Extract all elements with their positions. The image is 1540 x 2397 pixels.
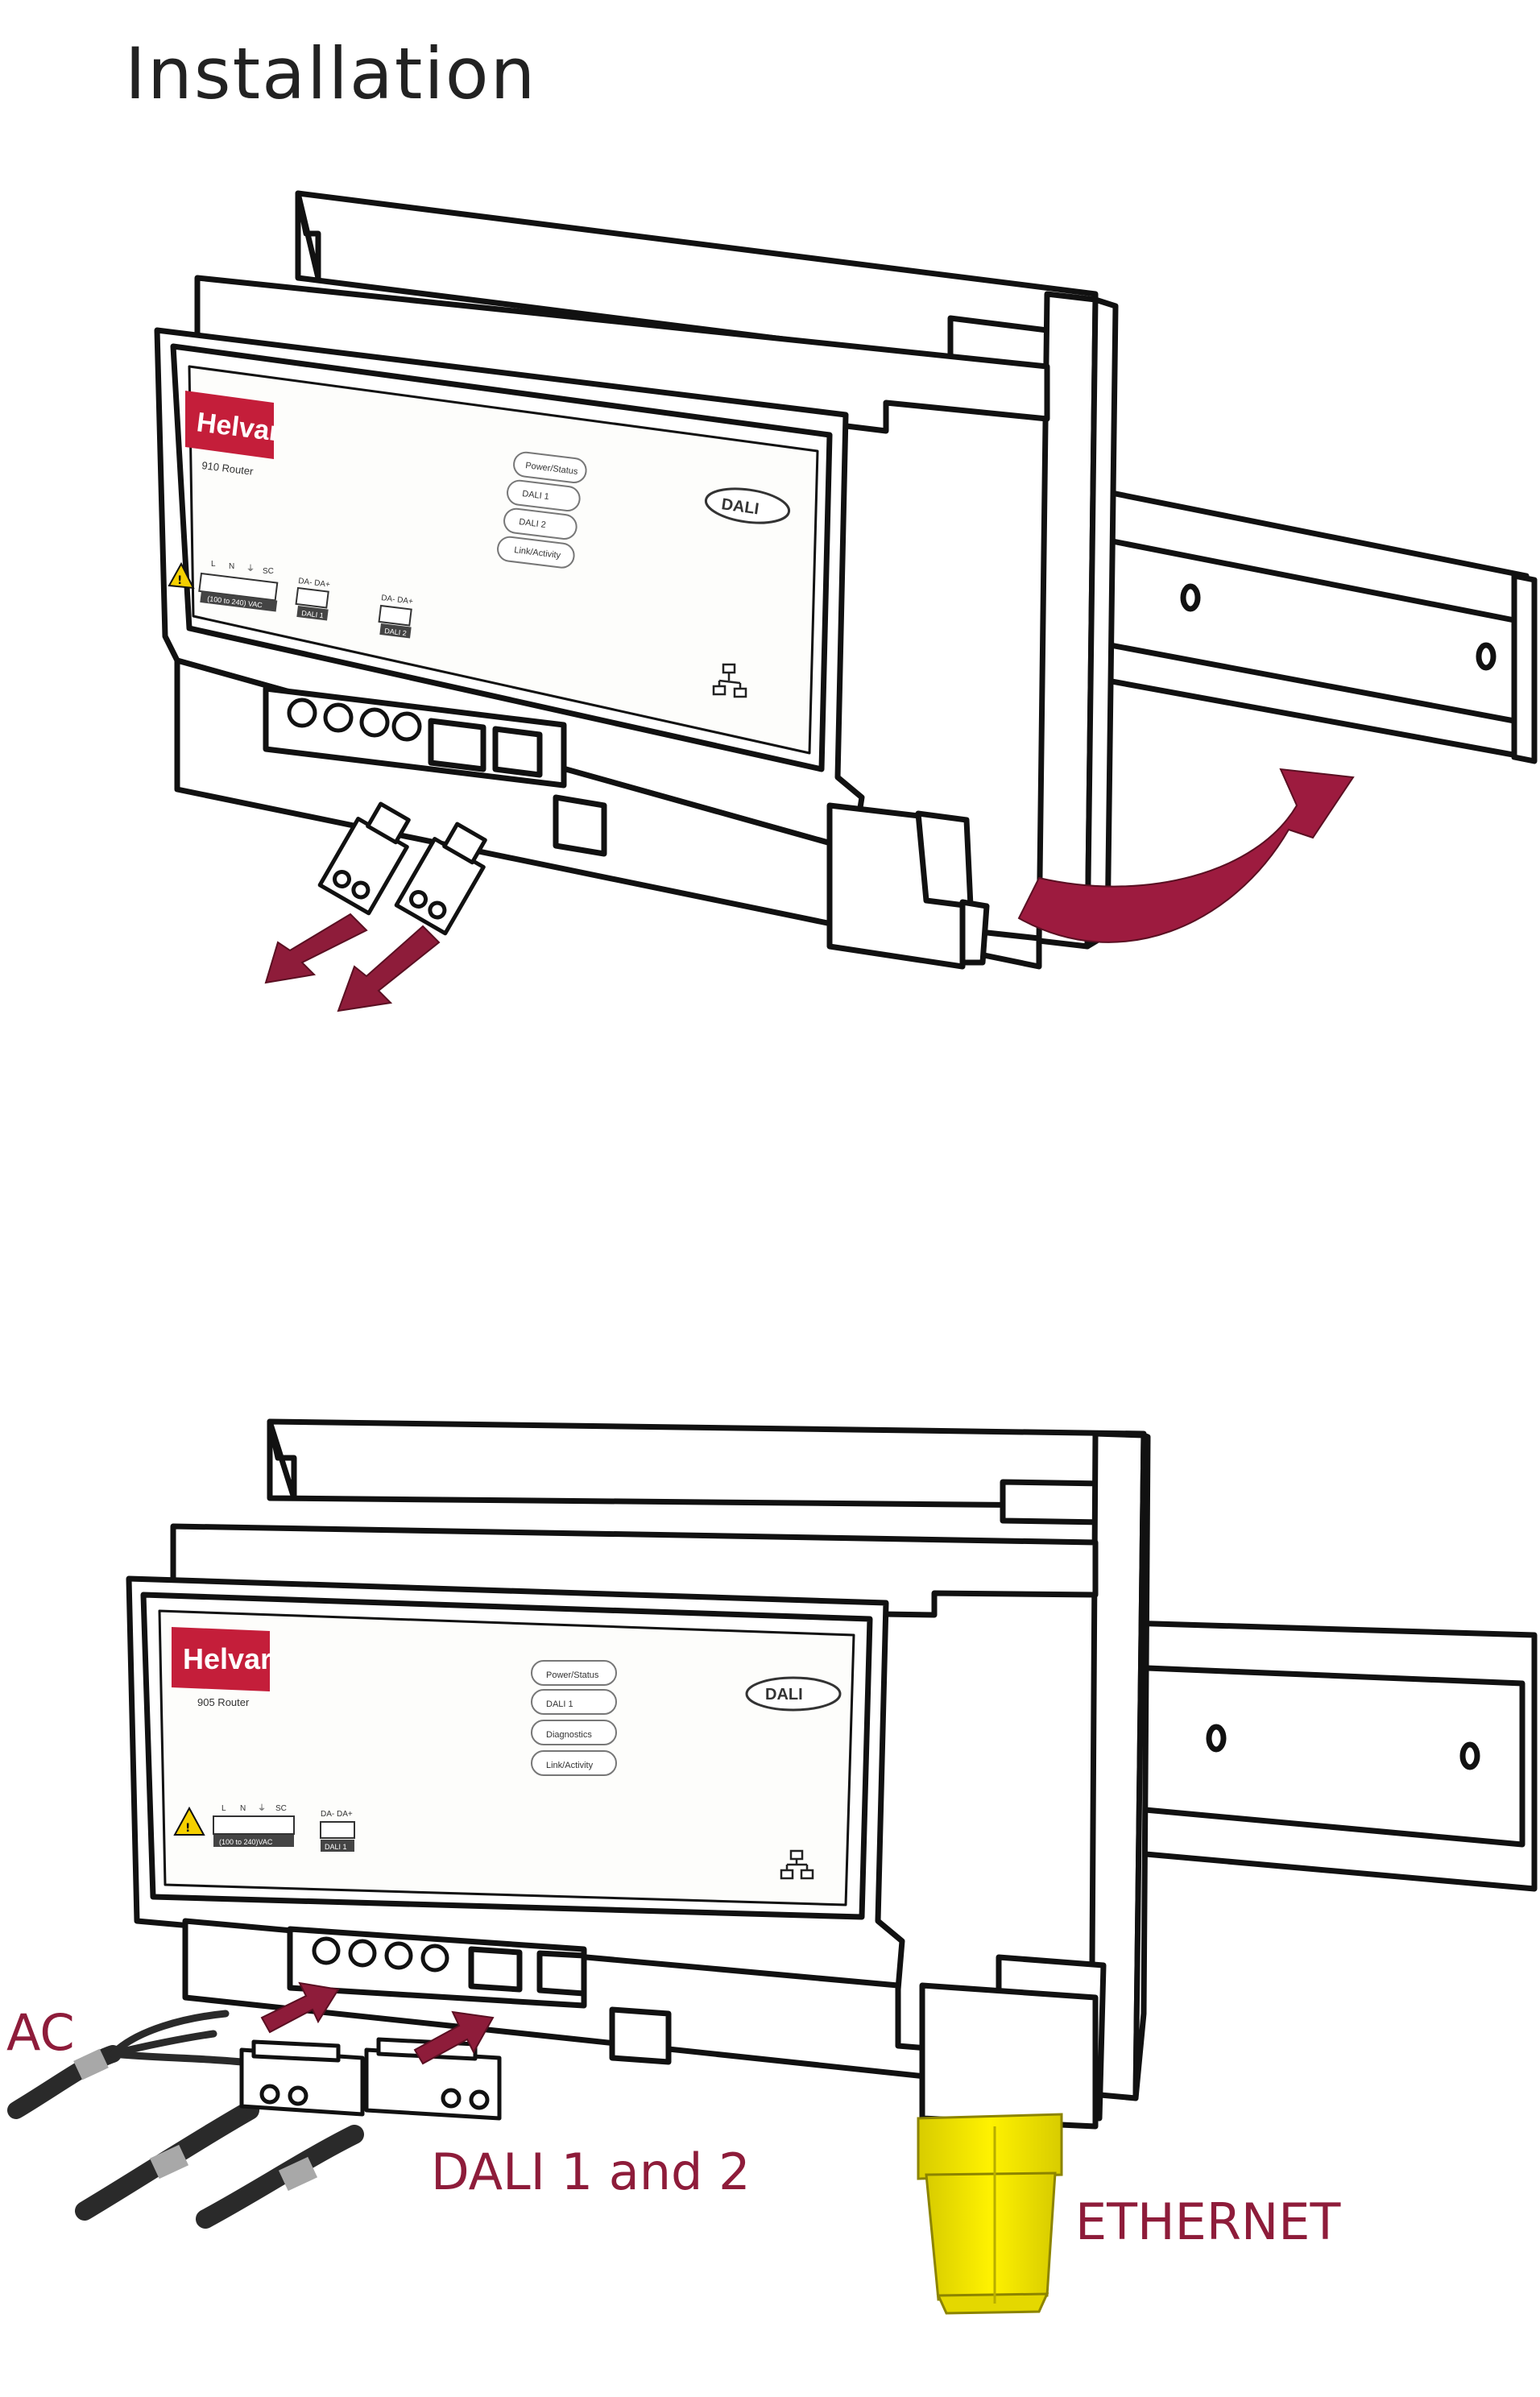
- ethernet-plug: [917, 2113, 1063, 2315]
- removal-arrows-top: [264, 913, 441, 1012]
- ethernet-callout: ETHERNET: [1075, 2192, 1341, 2251]
- insertion-arrows: [260, 1981, 495, 2065]
- bottom-router-assembly: [126, 1418, 1538, 2130]
- svg-text:N: N: [240, 1804, 246, 1813]
- helvar-logo-top: [185, 391, 274, 459]
- svg-text:DA- DA+: DA- DA+: [298, 577, 331, 590]
- dali-callout: DALI 1 and 2: [431, 2142, 751, 2201]
- din-rail-top: [1060, 480, 1538, 764]
- dali2-port-label-top: DALI 2: [384, 627, 408, 637]
- warning-icon: !: [168, 561, 195, 590]
- svg-text:N: N: [229, 562, 234, 571]
- svg-text:⏚: ⏚: [246, 564, 255, 573]
- svg-text:SC: SC: [275, 1804, 287, 1813]
- led-dali1-top: DALI 1: [522, 489, 550, 502]
- dali-logo-bottom: [745, 1676, 842, 1712]
- ac-cable: [7, 2010, 246, 2119]
- dali1-port-label-bottom: DALI 1: [325, 1843, 347, 1851]
- din-rail-bottom: [1124, 1620, 1538, 1892]
- network-icon: [780, 1849, 814, 1880]
- svg-text:DA- DA+: DA- DA+: [381, 594, 414, 606]
- led-power-status-bottom: Power/Status: [546, 1670, 599, 1680]
- helvar-logo-bottom: [172, 1627, 270, 1691]
- plug-connectors-bottom: [239, 2037, 502, 2121]
- svg-text:DALI: DALI: [765, 1686, 803, 1704]
- warning-icon: !: [173, 1806, 205, 1836]
- svg-text:!: !: [177, 574, 182, 587]
- dali1-port-label-top: DALI 1: [301, 609, 325, 619]
- led-diagnostics-bottom: Diagnostics: [546, 1730, 592, 1740]
- top-router-face: Helvar 910 Router Power/Status DALI 1 DA…: [168, 391, 791, 698]
- page-title: Installation: [125, 32, 537, 115]
- bottom-router-face: Helvar 905 Router Power/Status DALI 1 Di…: [172, 1627, 842, 1880]
- led-list-top: [497, 451, 587, 569]
- svg-text:SC: SC: [263, 567, 274, 576]
- brand-label-bottom: Helvar: [183, 1642, 271, 1675]
- network-icon: [712, 663, 747, 698]
- svg-text:L: L: [211, 560, 216, 569]
- svg-text:!: !: [185, 1822, 190, 1835]
- mounting-arrow-top: [1017, 768, 1355, 943]
- removed-connectors-top: [317, 801, 487, 936]
- svg-text:DA- DA+: DA- DA+: [321, 1810, 353, 1819]
- svg-text:⏚: ⏚: [258, 1803, 266, 1813]
- dali-logo-top: [704, 487, 791, 524]
- power-rating-bottom: (100 to 240)VAC: [219, 1838, 273, 1846]
- led-dali1-bottom: DALI 1: [546, 1699, 573, 1709]
- model-label-bottom: 905 Router: [197, 1696, 250, 1708]
- led-list-bottom: [531, 1660, 617, 1776]
- power-terminal-labels-top: L N ⏚ SC: [211, 560, 274, 576]
- svg-text:L: L: [221, 1804, 226, 1813]
- led-link-bottom: Link/Activity: [546, 1761, 594, 1770]
- ac-callout: AC: [6, 2003, 75, 2062]
- led-dali2-top: DALI 2: [519, 517, 547, 530]
- dali-cables: [75, 2101, 364, 2229]
- power-terminal-labels-bottom: L N ⏚ SC: [221, 1803, 287, 1813]
